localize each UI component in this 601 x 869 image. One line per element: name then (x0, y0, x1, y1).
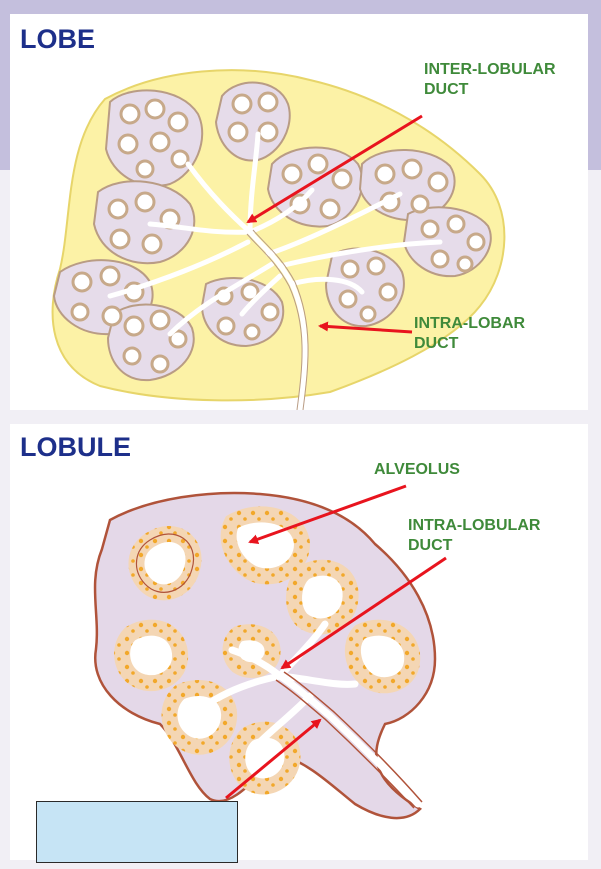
lobe-title: LOBE (20, 24, 96, 54)
intra-lobular-duct-arrow (280, 556, 447, 670)
intra-lobar-duct-label: INTRA-LOBAR DUCT (414, 314, 525, 354)
inter-lobular-duct-label: INTER-LOBULAR DUCT (424, 60, 556, 100)
blank-label-arrow (225, 718, 322, 800)
alveolus-label: ALVEOLUS (374, 461, 460, 478)
intra-lobar-duct-arrow (318, 321, 413, 334)
lobule-panel: LOBULE ALVEOLUS INTRA-LOBULAR DUCT (10, 424, 588, 860)
alveolus-arrow (248, 484, 407, 545)
intra-lobular-duct-label: INTRA-LOBULAR DUCT (408, 516, 540, 556)
lobule-diagram (93, 484, 447, 820)
inter-lobular-duct-label-line1: INTER-LOBULAR (424, 61, 556, 78)
lobe-diagram (51, 69, 506, 410)
intra-lobar-duct-label-line2: DUCT (414, 335, 459, 352)
lobule-title: LOBULE (20, 432, 131, 462)
intra-lobular-duct-label-line1: INTRA-LOBULAR (408, 517, 541, 534)
intra-lobar-duct-label-line1: INTRA-LOBAR (414, 315, 526, 332)
inter-lobular-duct-arrow (246, 114, 423, 224)
lobe-panel: LOBE INTER-LOBULAR DUCT INTRA-LOBAR DUCT (10, 14, 588, 410)
inter-lobular-duct-label-line2: DUCT (424, 81, 469, 98)
blank-label-box (36, 801, 238, 863)
intra-lobular-duct-label-line2: DUCT (408, 537, 453, 554)
